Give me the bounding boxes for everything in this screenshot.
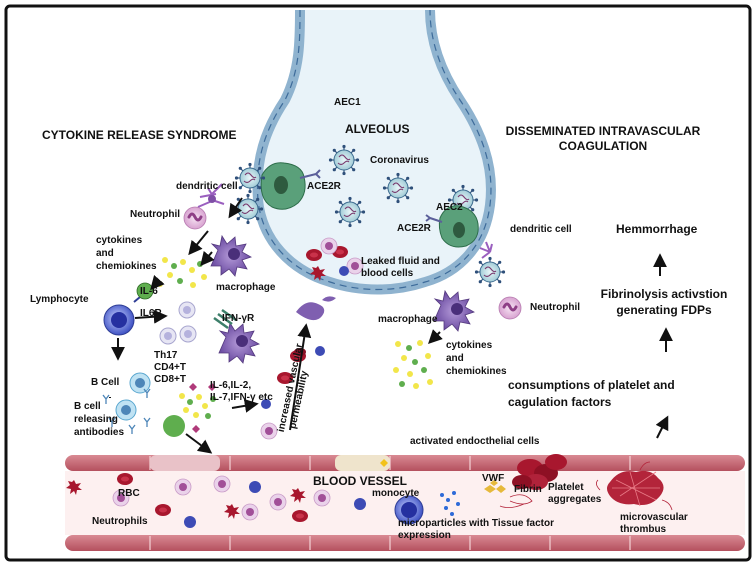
crs-cytokines-line3: chemiokines <box>96 261 157 272</box>
crs-cytokines-line2: and <box>96 248 114 259</box>
cd8-label: CD8+T <box>154 374 186 385</box>
crs-cytokine-dots <box>157 257 207 288</box>
il6-label: IL-6 <box>140 286 158 297</box>
crs-dendritic-cell <box>197 183 225 208</box>
alveolus <box>252 9 496 295</box>
ace2r-left-label: ACE2R <box>307 181 341 192</box>
dic-dendritic-label: dendritic cell <box>510 224 572 235</box>
il6-receptor <box>133 282 154 303</box>
microparticles-line1: microparticles with Tissue factor <box>398 518 554 529</box>
dic-dendritic-cell <box>474 241 506 288</box>
crs-dendritic-label: dendritic cell <box>176 181 238 192</box>
consumption-line2: cagulation factors <box>508 395 612 409</box>
dic-cytokines-line3: chemiokines <box>446 366 507 377</box>
crs-macrophage-label: macrophage <box>216 282 276 293</box>
dic-neutrophil-cell <box>497 295 523 321</box>
ifn-gr-label: IFN-γR <box>222 313 255 324</box>
crs-cytokines-line1: cytokines <box>96 235 143 246</box>
ifn-gamma-macrophage <box>213 308 260 364</box>
fibrinolysis-line2: generating FDPs <box>616 303 712 317</box>
dic-neutrophil-label: Neutrophil <box>530 302 580 313</box>
vwf-label: VWF <box>482 473 505 484</box>
lymphocyte-label: Lymphocyte <box>30 294 89 305</box>
b-releasing-line2: releasing <box>74 414 118 425</box>
platelet-label-line1: Platelet <box>548 482 584 493</box>
dic-heading-line2: COAGULATION <box>558 139 648 153</box>
arrows <box>109 197 673 454</box>
hemorrhage-label: Hemmorrhage <box>616 222 698 236</box>
thrombus-cluster <box>596 461 673 511</box>
dic-macrophage-label: macrophage <box>378 314 438 325</box>
rbc-label: RBC <box>118 488 140 499</box>
thrombus-line1: microvascular <box>620 512 688 523</box>
il-line2-label: IL-7,IFN-γ etc <box>210 392 273 403</box>
thrombus-line2: thrombus <box>620 524 667 535</box>
consumption-line1: consumptions of platelet and <box>508 378 675 392</box>
activated-endothelial-label: activated endocthelial cells <box>410 436 540 447</box>
leaked-label-line1: Leaked fluid and <box>361 256 440 267</box>
neutrophils-label: Neutrophils <box>92 516 148 527</box>
crs-neutrophil-cell <box>182 205 208 231</box>
il-line1-label: IL-6,IL-2, <box>210 380 252 391</box>
aec2-label: AEC2 <box>436 202 463 213</box>
monocyte-label: monocyte <box>372 488 420 499</box>
dic-cytokine-dots <box>393 340 433 389</box>
dic-cytokines-line2: and <box>446 353 464 364</box>
alveolus-heading: ALVEOLUS <box>345 122 410 136</box>
leaked-label-line2: blood cells <box>361 268 414 279</box>
t-cells <box>159 301 197 345</box>
crs-heading: CYTOKINE RELEASE SYNDROME <box>42 128 237 142</box>
aec2-cell-right <box>425 205 479 248</box>
coronavirus-label: Coronavirus <box>370 155 429 166</box>
fibrinolysis-line1: Fibrinolysis activstion <box>600 287 728 301</box>
leaked-blood-cells <box>296 237 364 321</box>
fibrin-label: Fibrin <box>514 484 542 495</box>
dic-cytokines-line1: cytokines <box>446 340 493 351</box>
lymphocyte-cell <box>103 304 135 336</box>
blood-vessel-heading: BLOOD VESSEL <box>313 474 408 488</box>
b-releasing-line3: antibodies <box>74 427 125 438</box>
interleukin-cluster <box>163 383 271 437</box>
outer-border <box>4 4 752 562</box>
vessel-cells <box>66 454 673 528</box>
crs-macrophage-cell <box>210 235 252 277</box>
dic-heading-line1: DISSEMINATED INTRAVASCULAR <box>505 124 701 138</box>
th17-label: Th17 <box>154 350 178 361</box>
dic-macrophage-cell <box>433 290 475 332</box>
cd4-label: CD4+T <box>154 362 186 373</box>
il6r-label: IL6R <box>140 308 162 319</box>
microparticles-line2: expression <box>398 530 451 541</box>
b-cell-label: B Cell <box>91 377 120 388</box>
platelet-label-line2: aggregates <box>548 494 602 505</box>
b-releasing-line1: B cell <box>74 401 101 412</box>
platelet-aggregate-cluster <box>512 454 567 490</box>
aec1-label: AEC1 <box>334 97 361 108</box>
aec2-cell-left <box>260 162 321 210</box>
crs-neutrophil-label: Neutrophil <box>130 209 180 220</box>
ace2r-right-label: ACE2R <box>397 223 431 234</box>
b-cell <box>129 372 151 394</box>
